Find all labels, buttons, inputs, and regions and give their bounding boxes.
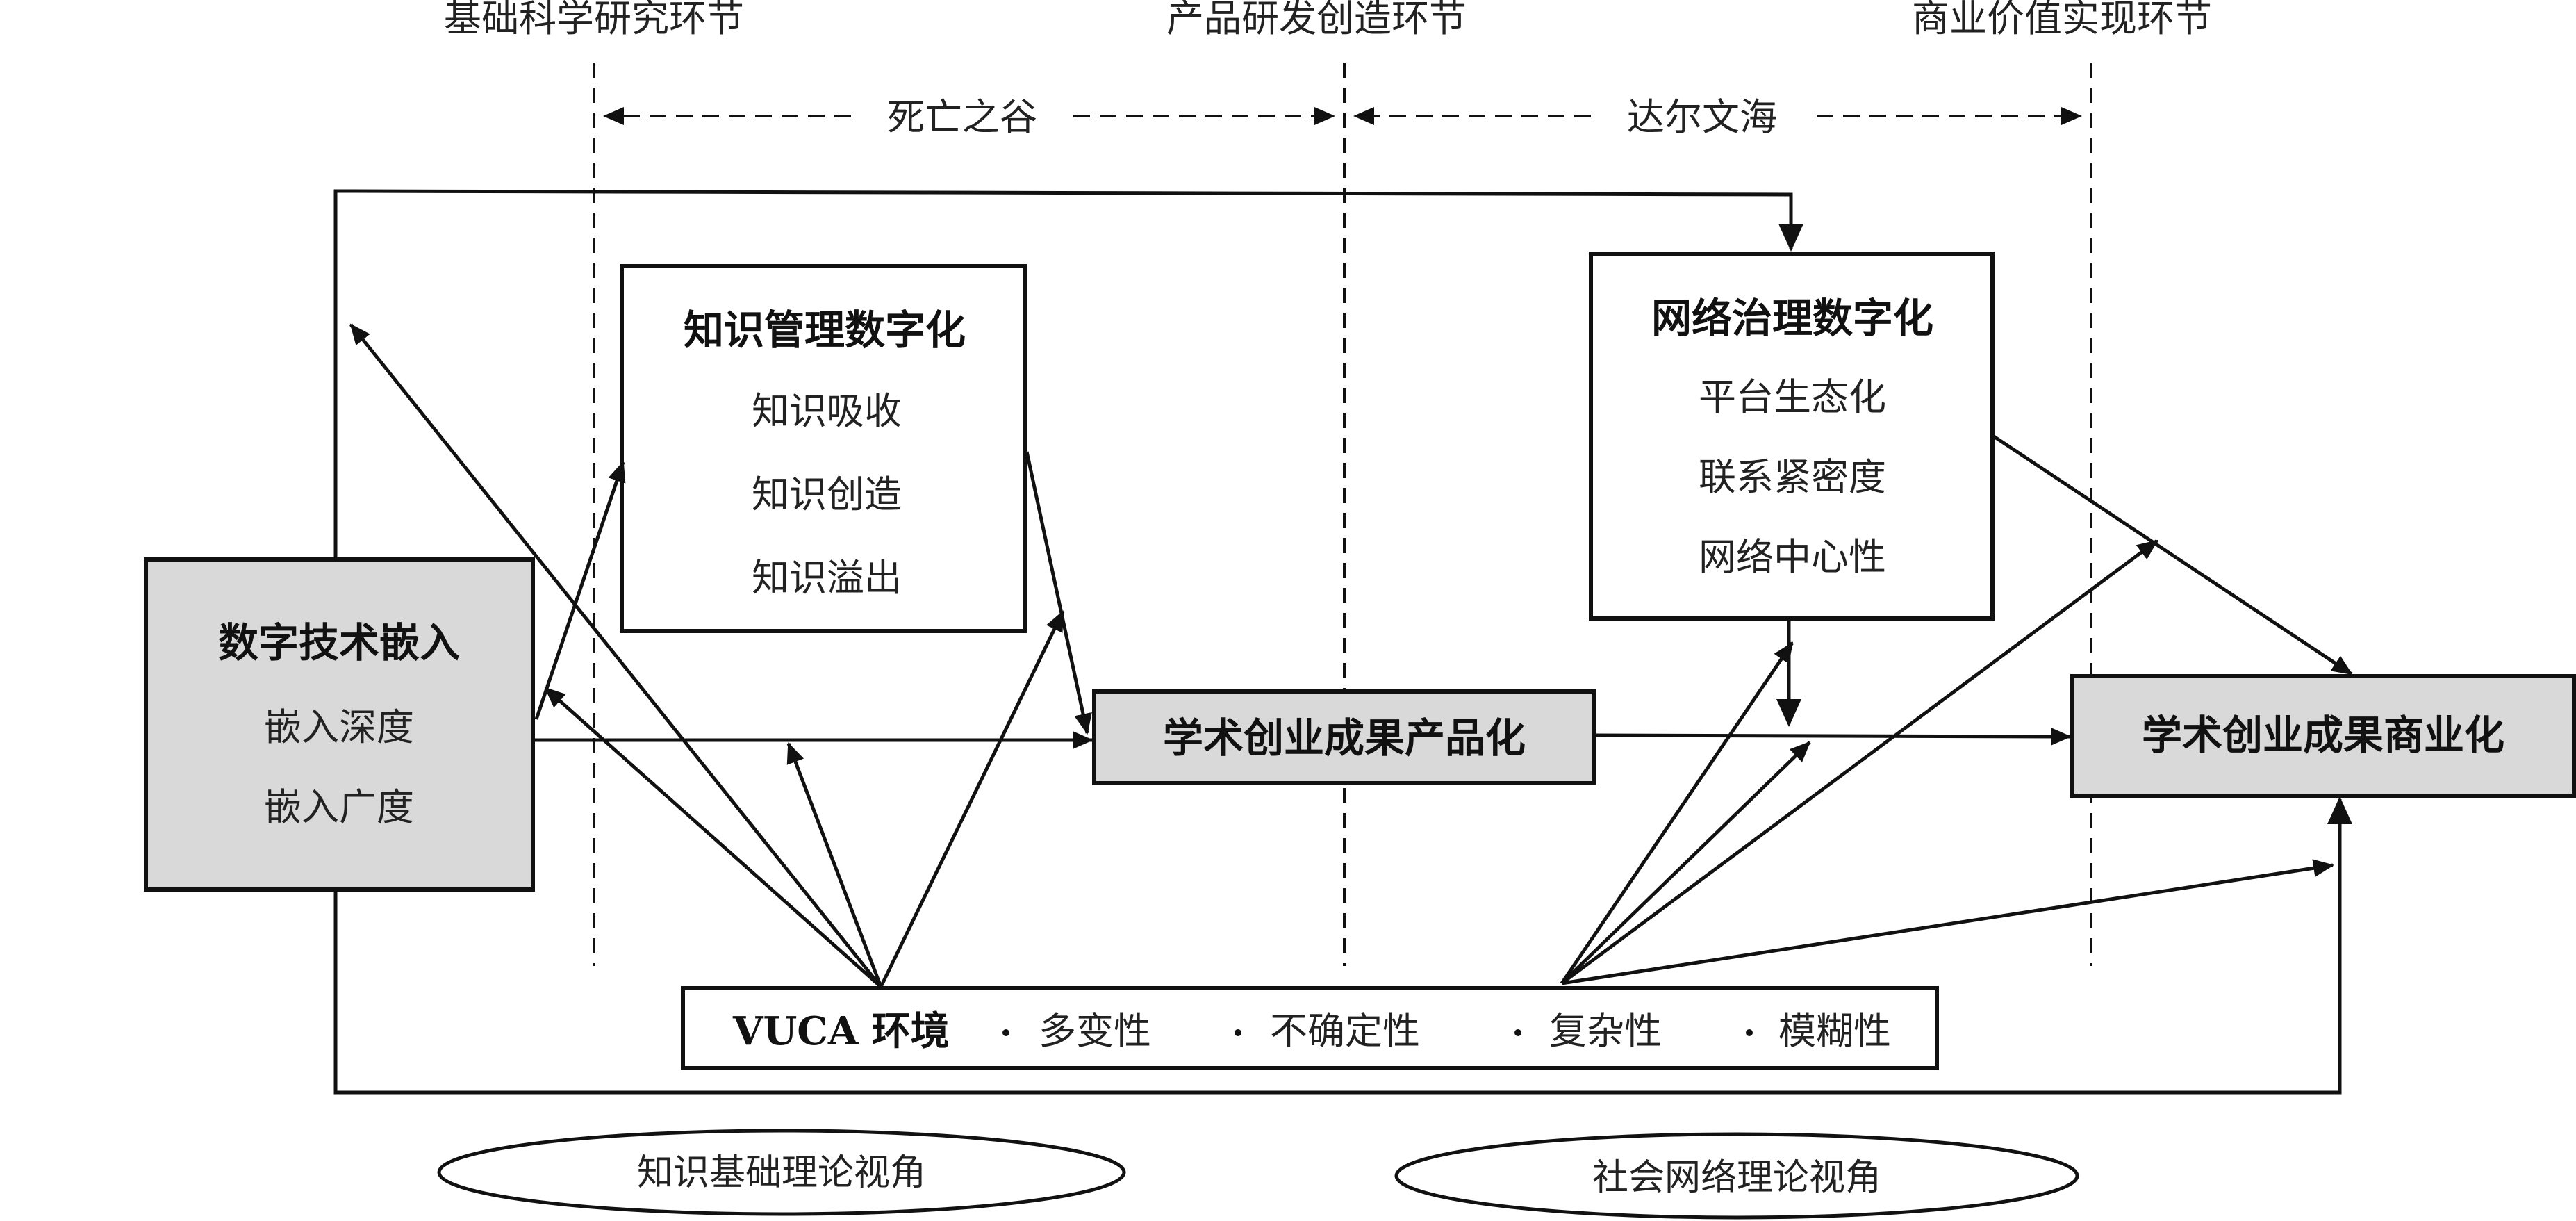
box-digital-embed: 数字技术嵌入 嵌入深度 嵌入广度 xyxy=(144,557,535,892)
vuca-item-volatility: 多变性 xyxy=(1039,1009,1151,1053)
box-network-item-tie-strength: 联系紧密度 xyxy=(1699,455,1886,499)
box-digital-embed-item-depth: 嵌入深度 xyxy=(264,705,414,749)
box-network-item-centrality: 网络中心性 xyxy=(1699,535,1886,579)
zone-label-darwinian-sea: 达尔文海 xyxy=(1627,95,1777,139)
top-feedback-connector xyxy=(333,189,1803,559)
vuca-item-uncertainty: 不确定性 xyxy=(1270,1009,1420,1053)
vuca-bullet-icon xyxy=(1235,1029,1241,1036)
box-productization-title: 学术创业成果产品化 xyxy=(1163,714,1526,762)
box-network-title: 网络治理数字化 xyxy=(1651,295,1933,342)
vuca-right-arrows xyxy=(1560,539,2334,985)
arrow-product-to-commercial xyxy=(1594,727,2072,746)
box-network: 网络治理数字化 平台生态化 联系紧密度 网络中心性 xyxy=(1589,252,1995,621)
arrow-knowledge-to-product xyxy=(1025,451,1092,735)
vuca-left-arrows xyxy=(349,323,1065,988)
box-network-item-platform: 平台生态化 xyxy=(1699,375,1886,419)
box-knowledge-title: 知识管理数字化 xyxy=(684,306,966,354)
perspective-network-label: 社会网络理论视角 xyxy=(1592,1157,1881,1199)
bottom-feedback-connector xyxy=(333,796,2352,1095)
box-knowledge-item-create: 知识创造 xyxy=(752,473,902,516)
vuca-item-ambiguity: 模糊性 xyxy=(1778,1009,1891,1053)
stage-dividers xyxy=(593,63,2092,966)
box-commercialization-title: 学术创业成果商业化 xyxy=(2142,712,2504,759)
perspective-network: 社会网络理论视角 xyxy=(1394,1132,2079,1220)
vuca-bullet-icon xyxy=(1002,1029,1009,1036)
vuca-bullet-icon xyxy=(1746,1029,1753,1036)
box-productization: 学术创业成果产品化 xyxy=(1092,689,1596,785)
vuca-item-complexity: 复杂性 xyxy=(1549,1009,1662,1053)
box-knowledge: 知识管理数字化 知识吸收 知识创造 知识溢出 xyxy=(620,264,1027,633)
box-digital-embed-title: 数字技术嵌入 xyxy=(218,619,460,666)
box-knowledge-item-spill: 知识溢出 xyxy=(752,556,902,600)
stage-title-basic-science: 基础科学研究环节 xyxy=(444,0,744,40)
vuca-bullet-icon xyxy=(1514,1029,1521,1036)
arrow-network-to-commercial xyxy=(1992,434,2353,676)
mediation-arrows xyxy=(534,434,2353,735)
vuca-title: VUCA 环境 xyxy=(732,1008,950,1054)
box-digital-embed-item-breadth: 嵌入广度 xyxy=(264,785,414,829)
arrow-embed-to-knowledge xyxy=(534,461,626,720)
box-vuca: VUCA 环境 多变性 不确定性 复杂性 模糊性 xyxy=(681,986,1939,1070)
box-commercialization: 学术创业成果商业化 xyxy=(2070,674,2576,798)
perspective-knowledge: 知识基础理论视角 xyxy=(437,1129,1126,1216)
stage-title-product-development: 产品研发创造环节 xyxy=(1166,0,1467,40)
perspective-knowledge-label: 知识基础理论视角 xyxy=(637,1152,926,1194)
box-knowledge-item-absorb: 知识吸收 xyxy=(752,389,902,433)
zone-label-valley-of-death: 死亡之谷 xyxy=(887,95,1037,139)
stage-title-commercial-value: 商业价值实现环节 xyxy=(1912,0,2212,40)
